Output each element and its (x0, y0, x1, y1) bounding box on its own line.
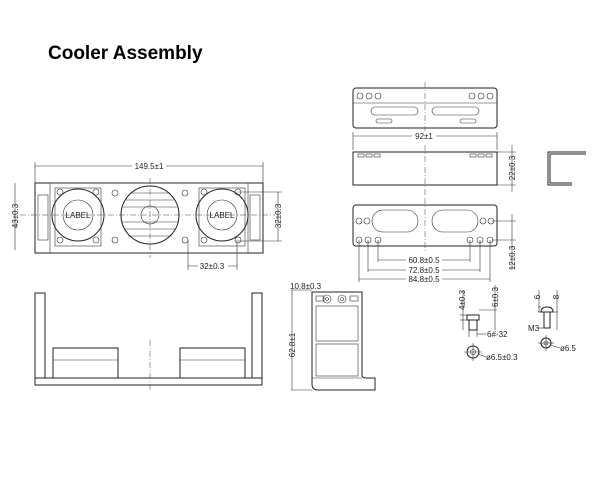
hole-spacing-dimension: 72.8±0.5 (408, 266, 440, 275)
right-fan: LABEL (195, 187, 249, 247)
bracket-top-view (352, 82, 498, 132)
standoff: 4±0.3 6±0.3 6#-32 ø6.5±0.3 (458, 285, 518, 362)
standoff-thread: 6#-32 (487, 330, 508, 339)
screw-length-dimension: 8 (552, 294, 561, 299)
part-height-dimension: 62.8±1 (288, 332, 297, 357)
side-part (311, 291, 376, 391)
standoff-body-dimension: 6±0.3 (491, 286, 500, 307)
standoff-head-dimension: 4±0.3 (458, 289, 467, 310)
bracket-profile (547, 151, 586, 186)
front-view: LABEL LABEL 149.5±1 43±0.3 32±0.3 (11, 160, 283, 271)
screw-thread: M3 (528, 324, 540, 333)
bracket-length-dimension: 92±1 (415, 132, 433, 141)
drawing-title: Cooler Assembly (48, 43, 203, 64)
hole-horizontal-dimension: 32±0.3 (200, 262, 225, 271)
screw: 6 8 M3 ø6.5 (528, 290, 577, 353)
fan-label: LABEL (210, 211, 235, 220)
hole-spacing-dimension: 60.8±0.5 (408, 256, 440, 265)
heatsink (111, 185, 189, 245)
width-dimension: 149.5±1 (135, 162, 164, 171)
bracket-height-dimension: 22±0.3 (508, 155, 517, 180)
standoff-diameter: ø6.5±0.3 (486, 353, 518, 362)
bracket-bottom-view (352, 198, 498, 252)
bracket-edge-dimension: 12±0.3 (508, 245, 517, 270)
screw-diameter: ø6.5 (560, 344, 577, 353)
hole-spacing-dimension: 84.8±0.5 (408, 275, 440, 284)
screw-head-dimension: 6 (533, 294, 542, 299)
bracket-front-view (352, 145, 498, 195)
hole-dimension: 10.8±0.3 (290, 282, 322, 291)
hole-vertical-dimension: 32±0.3 (274, 203, 283, 228)
left-fan: LABEL (51, 187, 105, 247)
side-view (34, 292, 263, 392)
height-dimension: 43±0.3 (11, 203, 20, 228)
fan-label: LABEL (66, 211, 91, 220)
